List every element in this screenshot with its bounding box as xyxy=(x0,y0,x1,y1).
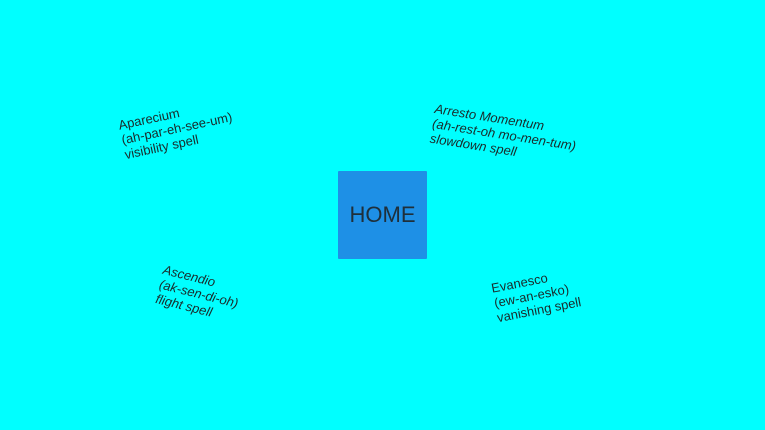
home-button-label: HOME xyxy=(349,202,416,227)
spell-item-evanesco[interactable]: Evanesco (ew-an-esko) vanishing spell xyxy=(490,265,582,325)
home-button[interactable]: HOME xyxy=(338,171,427,259)
spell-item-arresto-momentum[interactable]: Arresto Momentum (ah-rest-oh mo-men-tum)… xyxy=(429,101,579,168)
spell-item-aparecium[interactable]: Aparecium (ah-par-eh-see-um) visibility … xyxy=(117,95,237,162)
spell-item-ascendio[interactable]: Ascendio (ak-sen-di-oh) flight spell xyxy=(154,262,243,325)
